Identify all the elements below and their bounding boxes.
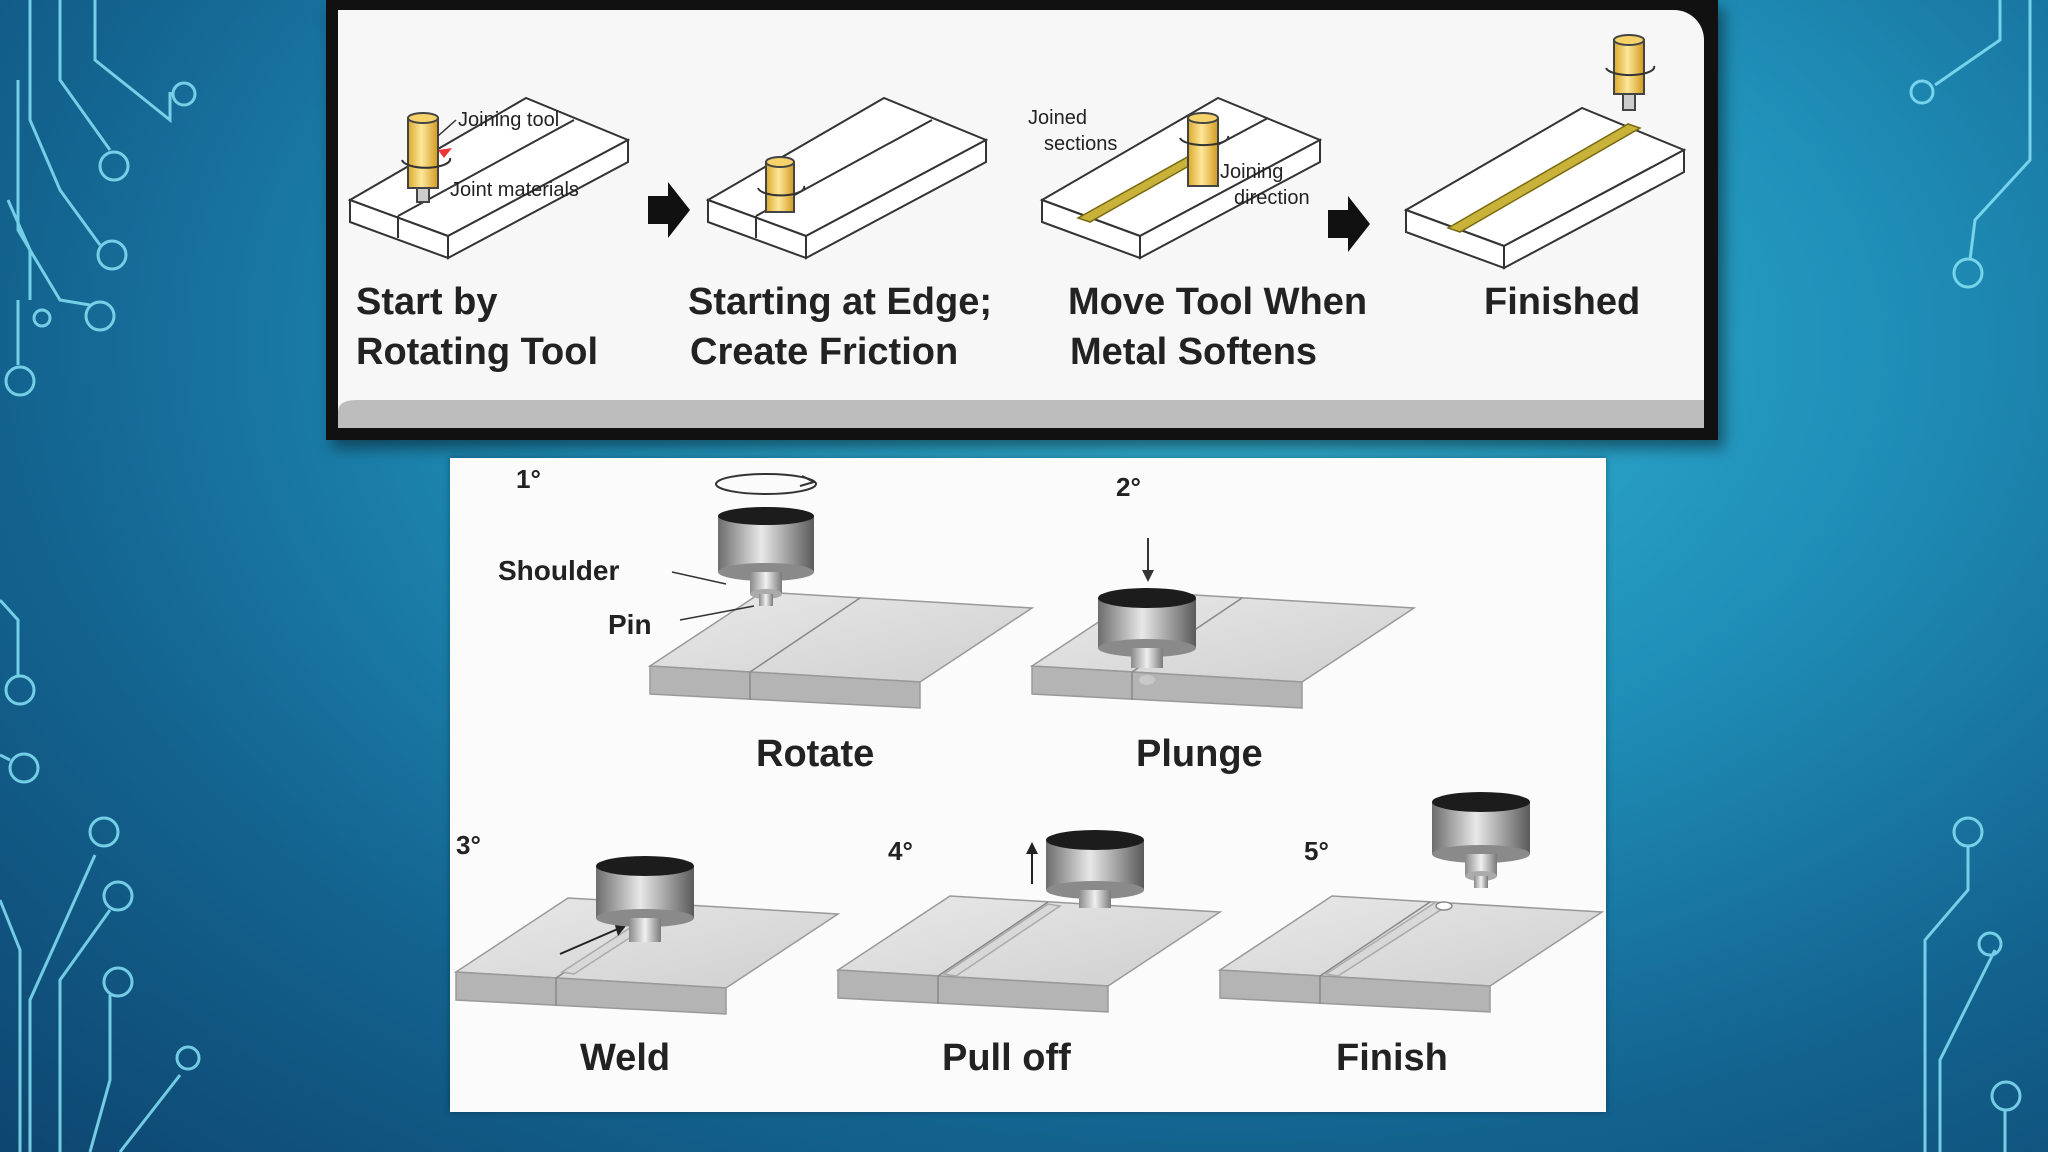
top-step2-tool bbox=[757, 156, 806, 213]
bottom-step1-plates bbox=[647, 591, 1035, 709]
bottom-step3-caption: Weld bbox=[580, 1037, 670, 1079]
joining-direction-label-line1: Joining bbox=[1220, 161, 1283, 183]
bottom-step5-plates bbox=[1217, 895, 1605, 1013]
top-diagram-svg: Joining tool Joint materials Start by Ro… bbox=[338, 34, 1704, 428]
bottom-step4-number: 4° bbox=[888, 836, 913, 866]
bottom-diagram: 1° Shoulder Pin Rotate 2° bbox=[450, 458, 1606, 1112]
top-step1-tool bbox=[401, 112, 452, 203]
bottom-diagram-svg: 1° Shoulder Pin Rotate 2° bbox=[453, 464, 1605, 1079]
top-step4-plates bbox=[1403, 106, 1687, 270]
top-arrow-2 bbox=[1328, 196, 1370, 252]
bottom-step5-caption: Finish bbox=[1336, 1037, 1448, 1079]
top-step2-plates bbox=[705, 96, 989, 260]
bottom-step2-tool bbox=[1098, 588, 1196, 685]
top-step3-tool bbox=[1179, 112, 1230, 187]
joining-tool-label: Joining tool bbox=[458, 109, 559, 131]
bottom-step4-caption: Pull off bbox=[942, 1037, 1071, 1079]
pin-label: Pin bbox=[608, 609, 652, 640]
top-step1-caption-line1: Start by bbox=[356, 281, 497, 323]
top-step3-caption-line2: Metal Softens bbox=[1070, 331, 1317, 373]
top-panel-edge bbox=[338, 400, 1704, 428]
bottom-step5-exit-hole bbox=[1435, 901, 1453, 911]
joined-sections-label-line2: sections bbox=[1044, 133, 1117, 155]
bottom-step3-tool bbox=[596, 856, 694, 942]
bottom-step2-plates bbox=[1029, 591, 1417, 709]
bottom-step5-number: 5° bbox=[1304, 836, 1329, 866]
top-diagram-frame: Joining tool Joint materials Start by Ro… bbox=[326, 0, 1718, 440]
bottom-step2-number: 2° bbox=[1116, 472, 1141, 502]
top-step2-caption-line1: Starting at Edge; bbox=[688, 281, 992, 323]
bottom-step4-plates bbox=[835, 895, 1223, 1013]
bottom-step4-tool bbox=[1046, 830, 1144, 908]
joined-sections-label-line1: Joined bbox=[1028, 107, 1087, 129]
shoulder-label: Shoulder bbox=[498, 555, 619, 586]
top-step1-caption-line2: Rotating Tool bbox=[356, 331, 598, 373]
joint-materials-label: Joint materials bbox=[450, 179, 579, 201]
bottom-step1-tool bbox=[715, 473, 817, 606]
top-arrow-1 bbox=[648, 182, 690, 238]
joining-direction-label-line2: direction bbox=[1234, 187, 1310, 209]
top-step4-caption: Finished bbox=[1484, 281, 1640, 323]
bottom-step4-weld-track bbox=[942, 903, 1062, 977]
bottom-step1-number: 1° bbox=[516, 464, 541, 494]
bottom-step5-tool bbox=[1432, 792, 1530, 888]
top-diagram: Joining tool Joint materials Start by Ro… bbox=[338, 10, 1704, 428]
bottom-step2-caption: Plunge bbox=[1136, 733, 1263, 775]
bottom-step3-plates bbox=[453, 897, 841, 1015]
bottom-step1-caption: Rotate bbox=[756, 733, 874, 775]
top-step3-caption-line1: Move Tool When bbox=[1068, 281, 1367, 323]
bottom-step3-number: 3° bbox=[456, 830, 481, 860]
top-step4-weld-seam bbox=[1446, 123, 1642, 233]
top-step2-caption-line2: Create Friction bbox=[690, 331, 958, 373]
top-step4-tool bbox=[1605, 34, 1656, 111]
